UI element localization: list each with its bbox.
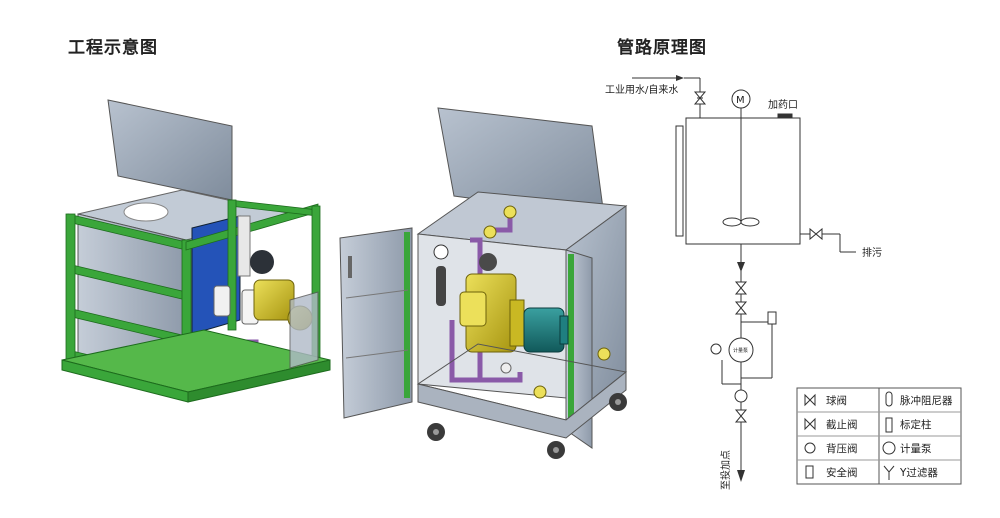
legend-label-calibration-column: 标定柱: [900, 418, 932, 431]
title-pipeline-diagram: 管路原理图: [617, 38, 707, 58]
pipeline-schematic: [632, 75, 856, 482]
legend-label-ball-valve: 球阀: [826, 394, 847, 407]
outlet-label: 至投加点: [719, 450, 732, 490]
dosing-port-label: 加药口: [768, 99, 798, 111]
cabinet-illustration: [339, 107, 628, 459]
legend-label-pulsation-damper: 脉冲阻尼器: [900, 394, 953, 407]
legend: 球阀 脉冲阻尼器 截止阀 标定柱 背压阀 计量泵 安全阀 Y过滤器: [796, 387, 962, 485]
y-strainer-icon: [883, 465, 895, 480]
pump-symbol-label: 计量泵: [733, 347, 748, 354]
title-engineering-diagram: 工程示意图: [68, 38, 158, 58]
calibration-column-icon: [885, 417, 893, 433]
motor-symbol: M: [736, 95, 745, 106]
back-pressure-valve-icon: [804, 442, 816, 454]
legend-label-y-strainer: Y过滤器: [899, 466, 938, 479]
legend-label-metering-pump: 计量泵: [900, 442, 932, 455]
legend-label-safety-valve: 安全阀: [826, 466, 858, 479]
skid-illustration: [61, 99, 331, 403]
legend-label-globe-valve: 截止阀: [826, 418, 858, 431]
globe-valve-icon: [804, 417, 816, 431]
legend-label-back-pressure-valve: 背压阀: [826, 442, 858, 455]
metering-pump-icon: [882, 441, 896, 455]
caster-wheels: [427, 393, 627, 459]
safety-valve-icon: [805, 465, 814, 479]
pulsation-damper-icon: [885, 391, 893, 407]
ball-valve-icon: [804, 393, 816, 407]
inlet-label: 工业用水/自来水: [605, 83, 678, 96]
drain-label: 排污: [862, 246, 882, 259]
